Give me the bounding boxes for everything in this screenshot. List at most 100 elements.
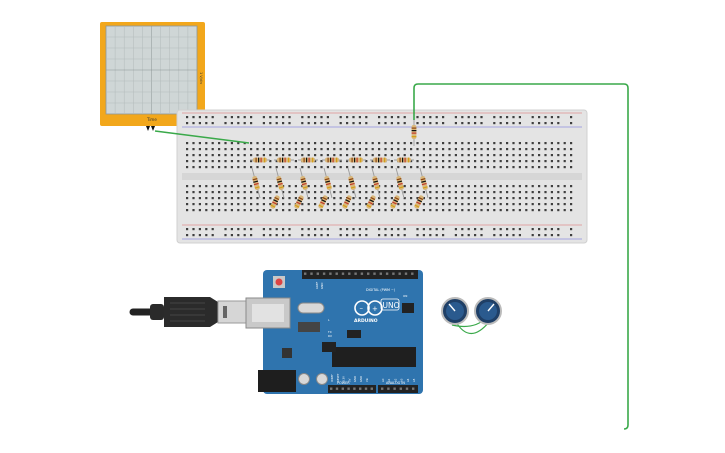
digital-pin[interactable] (398, 272, 401, 275)
digital-pin[interactable] (385, 272, 389, 275)
pot-wire-1[interactable] (455, 321, 490, 335)
analog-pin[interactable] (412, 387, 415, 390)
breadboard-hole (275, 209, 278, 212)
breadboard-hole (294, 160, 297, 163)
resistor[interactable] (251, 167, 261, 199)
arduino-uno[interactable]: – + ARDUINO UNO DIGITAL (PWM ~) POWER AN… (245, 270, 423, 394)
digital-pin[interactable] (373, 272, 376, 275)
resistor-band (258, 157, 260, 163)
resistor[interactable] (370, 157, 390, 163)
analog-pin[interactable] (393, 387, 396, 390)
resistor[interactable] (414, 195, 425, 210)
digital-pin[interactable] (354, 272, 357, 275)
digital-pin[interactable] (329, 272, 332, 275)
resistor[interactable] (371, 167, 381, 199)
resistor[interactable] (275, 167, 285, 199)
power-pin[interactable] (335, 387, 339, 390)
digital-pin[interactable] (348, 272, 351, 275)
potentiometer-2[interactable] (474, 297, 502, 325)
wires[interactable] (154, 83, 629, 430)
breadboard-hole (390, 116, 393, 119)
breadboard-hole (557, 191, 560, 194)
resistor[interactable] (318, 195, 329, 210)
resistor[interactable] (274, 157, 294, 163)
breadboard-hole (557, 160, 560, 163)
digital-pin[interactable] (392, 272, 395, 275)
breadboard-hole (339, 234, 342, 237)
resistor[interactable] (366, 195, 377, 210)
breadboard-hole (461, 203, 464, 206)
digital-pin[interactable] (335, 272, 338, 275)
resistor[interactable] (346, 157, 366, 163)
resistor[interactable] (294, 195, 305, 210)
breadboard[interactable] (176, 109, 588, 244)
digital-pin[interactable] (304, 272, 307, 275)
usb-cable[interactable] (129, 297, 247, 327)
breadboard-hole (474, 191, 477, 194)
power-pin[interactable] (347, 387, 350, 390)
breadboard-hole (416, 234, 419, 237)
resistor[interactable] (342, 195, 353, 210)
scope-probe-pin-1[interactable] (146, 126, 150, 131)
breadboard-hole (288, 197, 291, 200)
digital-pin[interactable] (360, 272, 364, 275)
digital-pin[interactable] (322, 272, 326, 275)
breadboard-hole (365, 185, 368, 188)
breadboard-hole (474, 166, 477, 169)
breadboard-hole (211, 234, 214, 237)
resistor[interactable] (395, 167, 405, 199)
breadboard-hole (378, 122, 381, 125)
digital-pin[interactable] (404, 272, 408, 275)
breadboard-hole (512, 116, 515, 119)
breadboard-hole (442, 191, 445, 194)
resistor[interactable] (298, 157, 318, 163)
power-pin[interactable] (364, 387, 368, 390)
potentiometer-1[interactable] (441, 297, 469, 325)
breadboard-hole (186, 203, 189, 206)
digital-pin[interactable] (411, 272, 414, 275)
power-pin[interactable] (341, 387, 344, 390)
analog-pin[interactable] (405, 387, 409, 390)
resistor-band (273, 199, 279, 203)
breadboard-hole (352, 209, 355, 212)
resistor-band (301, 180, 307, 183)
breadboard-hole (518, 203, 521, 206)
reset-button[interactable] (275, 278, 283, 286)
resistor[interactable] (411, 118, 417, 146)
power-jack[interactable] (258, 370, 296, 392)
power-pin[interactable] (370, 387, 373, 390)
oscilloscope[interactable]: 1 V/div Time (100, 22, 205, 131)
resistor[interactable] (419, 167, 429, 199)
resistor[interactable] (270, 195, 281, 210)
resistor[interactable] (394, 157, 414, 163)
breadboard-hole (480, 185, 483, 188)
green-signal-wire[interactable] (413, 83, 629, 430)
digital-pin[interactable] (310, 272, 313, 275)
resistor[interactable] (299, 167, 309, 199)
analog-pin[interactable] (387, 387, 390, 390)
analog-pin[interactable] (381, 387, 384, 390)
breadboard-hole (518, 122, 521, 125)
digital-pin[interactable] (379, 272, 382, 275)
digital-pin[interactable] (367, 272, 370, 275)
scope-probe-pin-2[interactable] (151, 126, 155, 131)
resistor-network[interactable] (250, 118, 429, 210)
breadboard-hole (570, 203, 573, 206)
resistor[interactable] (250, 157, 270, 163)
power-pin[interactable] (353, 387, 356, 390)
digital-pin[interactable] (316, 272, 319, 275)
resistor[interactable] (390, 195, 401, 210)
resistor[interactable] (322, 157, 342, 163)
breadboard-hole (243, 148, 246, 151)
power-pin[interactable] (330, 387, 333, 390)
breadboard-hole (397, 122, 400, 125)
analog-pin[interactable] (399, 387, 402, 390)
power-pin[interactable] (359, 387, 362, 390)
breadboard-hole (531, 203, 534, 206)
breadboard-hole (371, 160, 374, 163)
resistor[interactable] (347, 167, 357, 199)
resistor[interactable] (323, 167, 333, 199)
scope-probe-wire[interactable] (154, 130, 250, 144)
digital-pin[interactable] (341, 272, 345, 275)
